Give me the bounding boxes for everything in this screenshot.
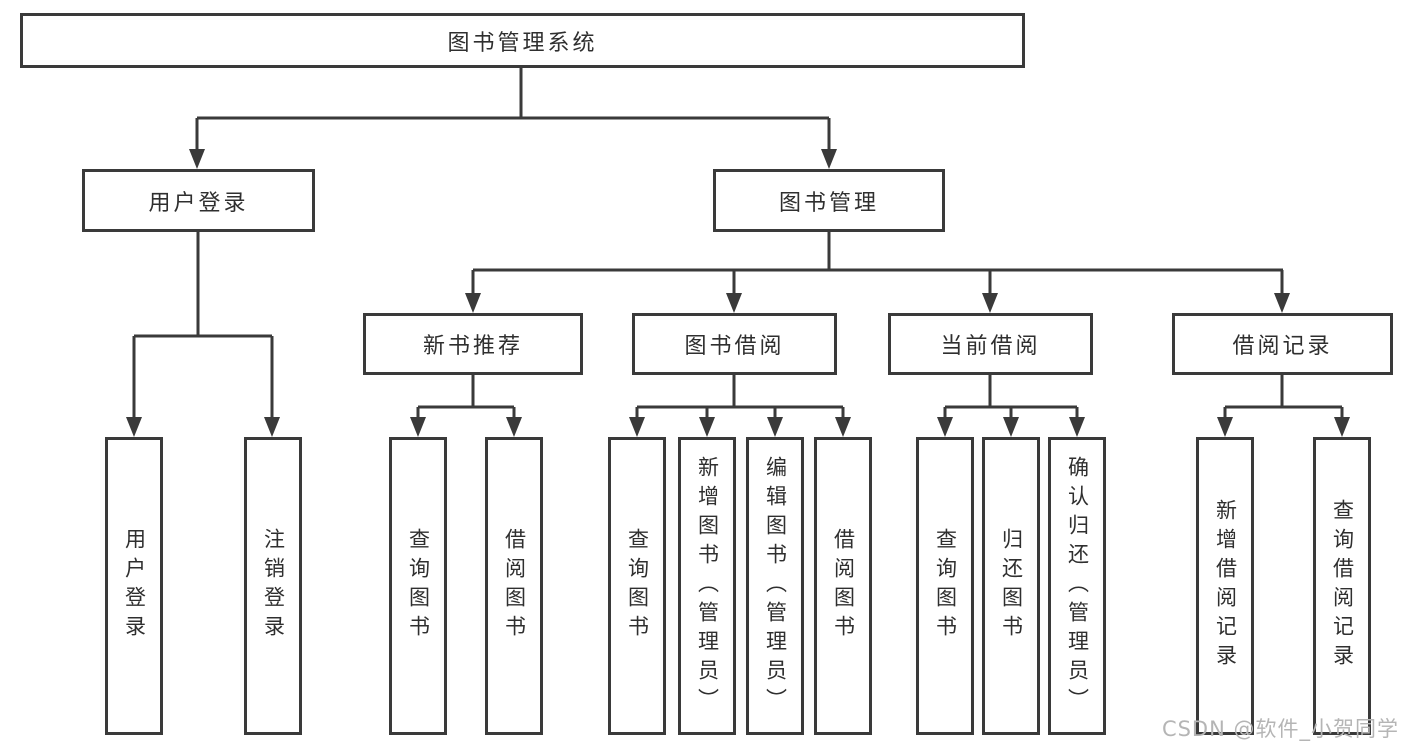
node-root-label: 图书管理系统 xyxy=(447,30,598,56)
connector-user-login-to-leaves xyxy=(126,230,280,437)
connector-root-to-level2 xyxy=(189,66,837,169)
leaf-borrow-book-2-label: 借阅图书 xyxy=(831,528,856,644)
leaf-query-book-1: 查询图书 xyxy=(389,437,447,735)
node-root: 图书管理系统 xyxy=(20,13,1025,68)
leaf-logout-label: 注销登录 xyxy=(261,528,286,644)
leaf-logout: 注销登录 xyxy=(244,437,302,735)
leaf-borrow-book-2: 借阅图书 xyxy=(814,437,872,735)
watermark: CSDN @软件_小贺同学 xyxy=(1161,717,1399,741)
leaf-query-book-1-label: 查询图书 xyxy=(406,528,431,644)
connector-new-book-to-leaves xyxy=(410,373,522,437)
node-borrow-record: 借阅记录 xyxy=(1172,313,1393,375)
node-user-login-label: 用户登录 xyxy=(148,190,249,216)
node-new-book-recommend-label: 新书推荐 xyxy=(422,334,523,359)
leaf-query-book-3-label: 查询图书 xyxy=(933,528,958,644)
leaf-add-book-admin-label: 新增图书（管理员） xyxy=(695,455,720,717)
leaf-query-book-2: 查询图书 xyxy=(608,437,666,735)
leaf-add-borrow-record: 新增借阅记录 xyxy=(1196,437,1254,735)
connector-borrow-record-to-leaves xyxy=(1217,373,1350,437)
leaf-query-book-3: 查询图书 xyxy=(916,437,974,735)
connector-book-mgmt-to-level3 xyxy=(465,231,1290,313)
node-book-mgmt: 图书管理 xyxy=(713,169,945,232)
leaf-user-login: 用户登录 xyxy=(105,437,163,735)
node-user-login: 用户登录 xyxy=(82,169,315,232)
leaf-edit-book-admin: 编辑图书（管理员） xyxy=(746,437,804,735)
leaf-user-login-label: 用户登录 xyxy=(122,528,147,644)
leaf-edit-book-admin-label: 编辑图书（管理员） xyxy=(763,455,788,717)
leaf-borrow-book-1-label: 借阅图书 xyxy=(502,528,527,644)
node-book-borrow: 图书借阅 xyxy=(632,313,837,375)
leaf-add-borrow-record-label: 新增借阅记录 xyxy=(1213,499,1238,673)
node-current-borrow: 当前借阅 xyxy=(888,313,1093,375)
node-borrow-record-label: 借阅记录 xyxy=(1232,334,1333,359)
node-book-mgmt-label: 图书管理 xyxy=(778,190,879,216)
node-book-borrow-label: 图书借阅 xyxy=(684,334,785,359)
leaf-query-book-2-label: 查询图书 xyxy=(625,528,650,644)
leaf-confirm-return-admin: 确认归还（管理员） xyxy=(1048,437,1106,735)
leaf-borrow-book-1: 借阅图书 xyxy=(485,437,543,735)
leaf-confirm-return-admin-label: 确认归还（管理员） xyxy=(1065,455,1090,717)
connector-book-borrow-to-leaves xyxy=(629,373,851,437)
node-new-book-recommend: 新书推荐 xyxy=(363,313,583,375)
leaf-query-borrow-record: 查询借阅记录 xyxy=(1313,437,1371,735)
leaf-return-book: 归还图书 xyxy=(982,437,1040,735)
leaf-add-book-admin: 新增图书（管理员） xyxy=(678,437,736,735)
connector-current-borrow-to-leaves xyxy=(937,373,1085,437)
leaf-query-borrow-record-label: 查询借阅记录 xyxy=(1330,499,1355,673)
leaf-return-book-label: 归还图书 xyxy=(999,528,1024,644)
node-current-borrow-label: 当前借阅 xyxy=(940,334,1041,359)
